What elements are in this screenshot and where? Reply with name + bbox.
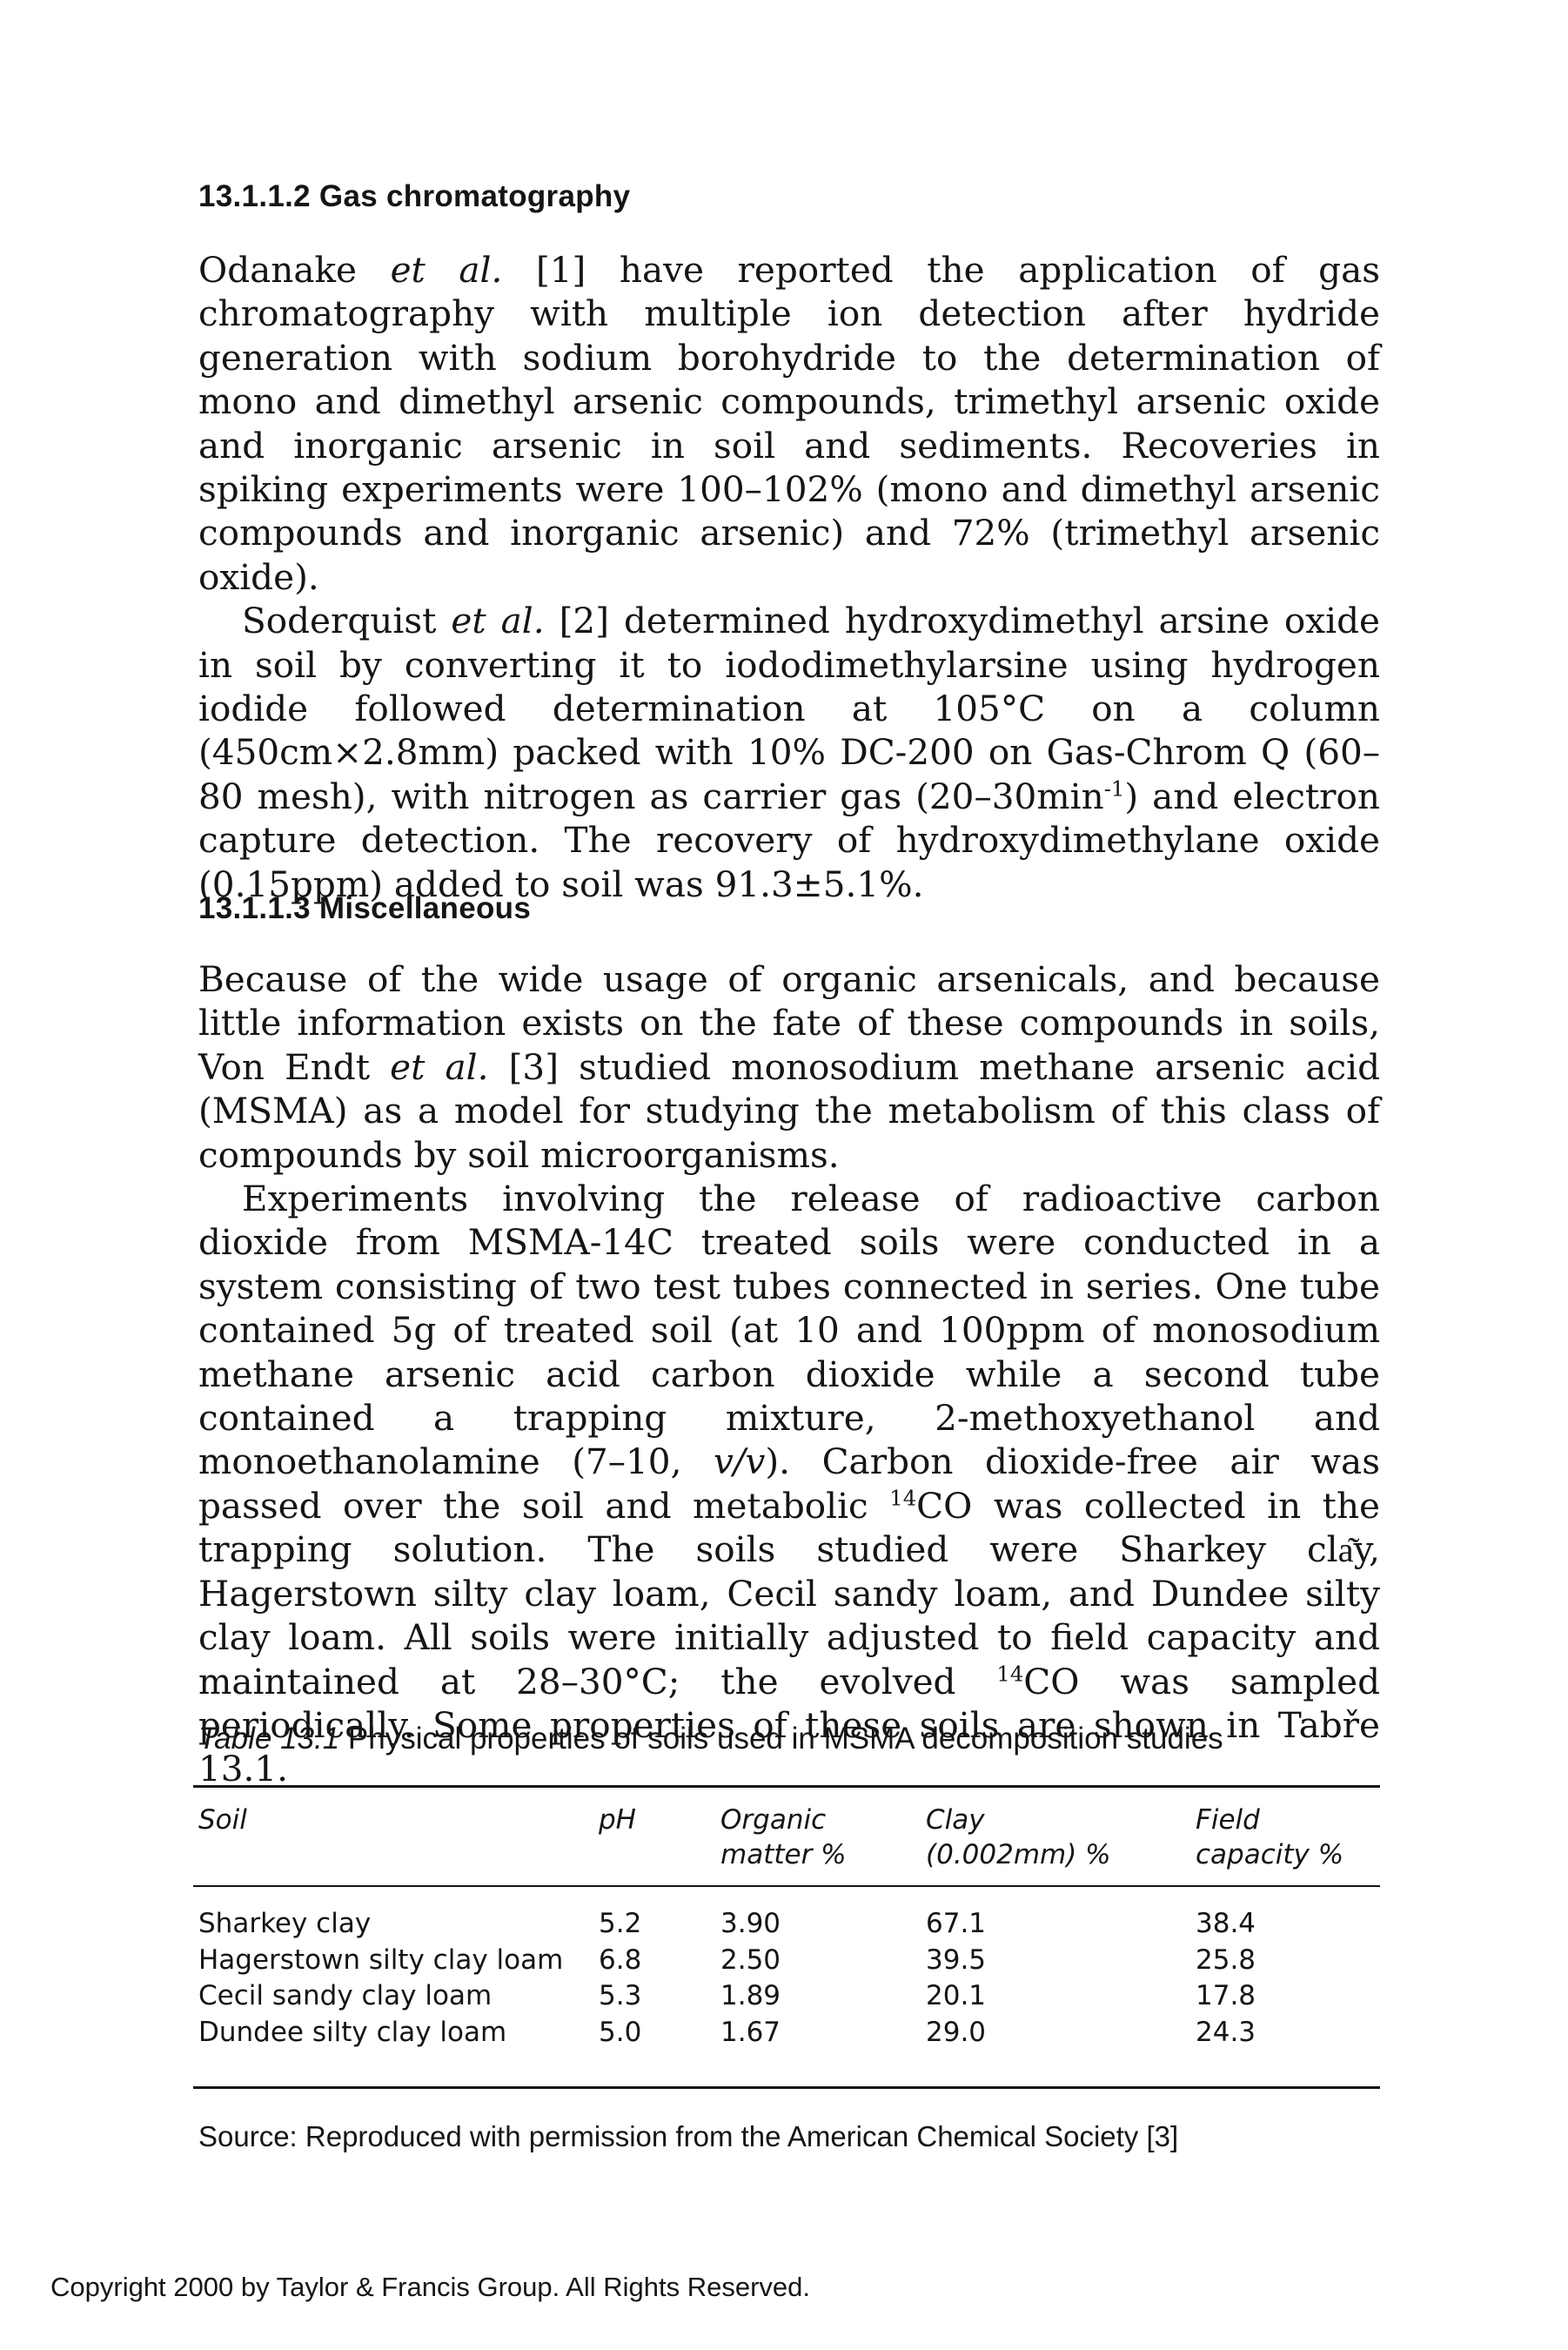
column-header: Soil bbox=[198, 1804, 247, 1836]
text-run: [1] have reported the application of gas… bbox=[198, 249, 1380, 598]
paragraph: Experiments involving the release of rad… bbox=[198, 1177, 1380, 1791]
table-cell: Sharkey clay bbox=[198, 1908, 372, 1939]
table-cell: Cecil sandy clay loam bbox=[198, 1980, 493, 2011]
superscript: 14 bbox=[996, 1661, 1024, 1686]
text-run: ) and electron capture detection. The re… bbox=[198, 775, 1380, 905]
table-row: Cecil sandy clay loam 5.3 1.89 20.1 17.8 bbox=[198, 1978, 1380, 2015]
table-bottom-rule bbox=[193, 2086, 1380, 2089]
table-cell: 6.8 bbox=[599, 1944, 642, 1976]
text-run: CO was collected in the trapping solutio… bbox=[198, 1484, 1380, 1702]
table-cell: 38.4 bbox=[1196, 1908, 1256, 1939]
table-cell: 29.0 bbox=[926, 2016, 987, 2048]
column-header: pH bbox=[599, 1804, 636, 1836]
section-heading-miscellaneous: 13.1.1.3 Miscellaneous bbox=[198, 891, 532, 925]
table-caption: Table 13.1 Physical properties of soils … bbox=[198, 1722, 1223, 1756]
italic-text: et al. bbox=[451, 600, 545, 642]
table-cell: 5.0 bbox=[599, 2016, 642, 2048]
table-cell: 24.3 bbox=[1196, 2016, 1256, 2048]
table-caption-label: Table 13.1 bbox=[198, 1722, 340, 1756]
text-run: ). Carbon dioxide-free air was passed ov… bbox=[198, 1440, 1380, 1527]
text-run: CO was sampled periodically. Some proper… bbox=[198, 1660, 1380, 1790]
text-run: [3] studied monosodium methane arsenic a… bbox=[198, 1045, 1380, 1176]
italic-text: et al. bbox=[390, 249, 503, 291]
section-body-miscellaneous: Because of the wide usage of organic ars… bbox=[198, 957, 1380, 1791]
text-run: Odanake bbox=[198, 249, 391, 291]
column-header: Clay(0.002mm) % bbox=[926, 1804, 1111, 1870]
paragraph: Because of the wide usage of organic ars… bbox=[198, 957, 1380, 1177]
table-row: Hagerstown silty clay loam 6.8 2.50 39.5… bbox=[198, 1943, 1380, 1979]
superscript: 14 bbox=[889, 1485, 917, 1511]
table-cell: 39.5 bbox=[926, 1944, 987, 1976]
paragraph: Odanake et al. [1] have reported the app… bbox=[198, 248, 1380, 599]
table-cell: 5.3 bbox=[599, 1980, 642, 2011]
text-run: Experiments involving the release of rad… bbox=[198, 1178, 1380, 1483]
table-caption-text: Physical properties of soils used in MSM… bbox=[339, 1722, 1223, 1756]
text-run: Soderquist bbox=[242, 600, 452, 642]
text-run: Because of the wide usage of organic ars… bbox=[198, 958, 1380, 1088]
table-row: Dundee silty clay loam 5.0 1.67 29.0 24.… bbox=[198, 2015, 1380, 2051]
copyright-footer: Copyright 2000 by Taylor & Francis Group… bbox=[50, 2272, 810, 2302]
table-cell: 17.8 bbox=[1196, 1980, 1256, 2011]
italic-text: v/v bbox=[713, 1440, 766, 1483]
table-row: Sharkey clay 5.2 3.90 67.1 38.4 bbox=[198, 1906, 1380, 1943]
paragraph: Soderquist et al. [2] determined hydroxy… bbox=[198, 599, 1380, 906]
superscript: -1 bbox=[1103, 776, 1125, 802]
table-cell: 3.90 bbox=[720, 1908, 781, 1939]
section-heading-gas-chromatography: 13.1.1.2 Gas chromatography bbox=[198, 179, 631, 213]
table-top-rule bbox=[193, 1785, 1380, 1788]
table-cell: Hagerstown silty clay loam bbox=[198, 1944, 564, 1976]
table-cell: 67.1 bbox=[926, 1908, 987, 1939]
section-body-gas-chromatography: Odanake et al. [1] have reported the app… bbox=[198, 248, 1380, 906]
table-cell: Dundee silty clay loam bbox=[198, 2016, 507, 2048]
table-source-note: Source: Reproduced with permission from … bbox=[198, 2120, 1179, 2152]
table-header-rule bbox=[193, 1885, 1380, 1887]
table-cell: 1.67 bbox=[720, 2016, 781, 2048]
text-run: [2] determined hydroxydimethyl arsine ox… bbox=[198, 600, 1380, 817]
table-cell: 20.1 bbox=[926, 1980, 987, 2011]
table-cell: 2.50 bbox=[720, 1944, 781, 1976]
italic-text: et al. bbox=[390, 1045, 489, 1088]
table-cell: 1.89 bbox=[720, 1980, 781, 2011]
soil-properties-table-body: Sharkey clay 5.2 3.90 67.1 38.4 Hagersto… bbox=[198, 1906, 1380, 2051]
table-cell: 5.2 bbox=[599, 1908, 642, 1939]
table-cell: 25.8 bbox=[1196, 1944, 1256, 1976]
